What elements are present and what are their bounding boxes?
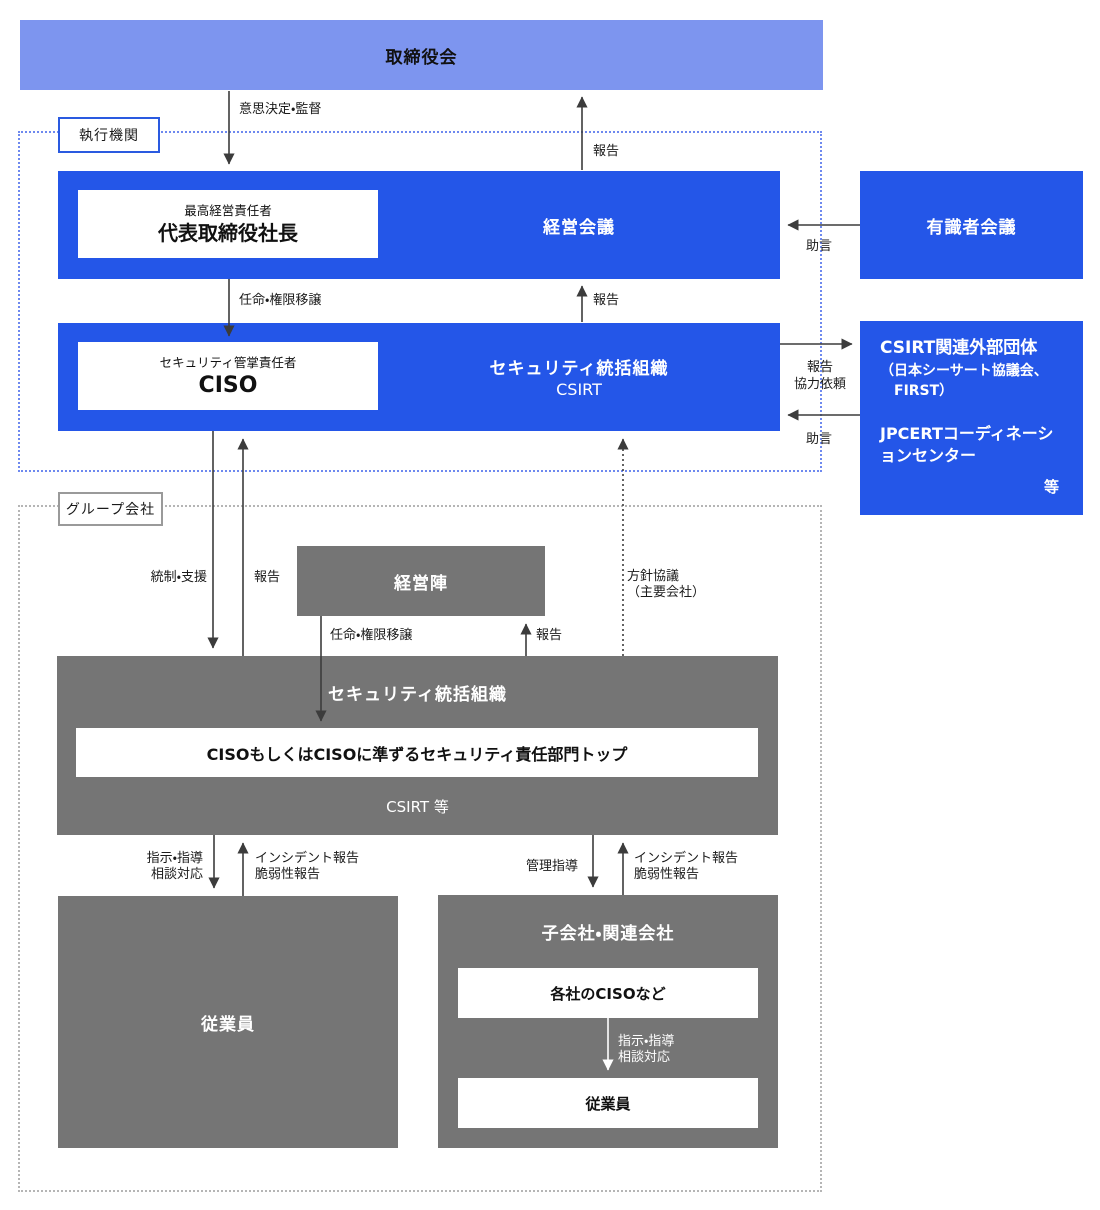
label-control-support: 統制・支援 <box>150 570 207 585</box>
csirt-org-box: セキュリティ管掌責任者 CISO セキュリティ統括組織 CSIRT <box>58 323 780 431</box>
ceo-title: 代表取締役社長 <box>158 221 298 245</box>
group-management-box: 経営陣 <box>297 546 545 616</box>
ciso-box: セキュリティ管掌責任者 CISO <box>78 342 378 410</box>
executive-region-border <box>18 131 822 472</box>
label-sub-instruct-consult: 指示・指導 相談対応 <box>618 1034 675 1065</box>
csirt-external-bodies-box: CSIRT関連外部団体 （日本シーサート協議会、 FIRST） JPCERTコー… <box>860 321 1083 515</box>
ceo-box: 最高経営責任者 代表取締役社長 <box>78 190 378 258</box>
management-meeting-box: 最高経営責任者 代表取締役社長 経営会議 <box>58 171 780 279</box>
label-report-to-mgmt: 報告 <box>593 293 620 308</box>
management-meeting-title: 経営会議 <box>543 217 615 238</box>
label-appoint-group: 任命・権限移譲 <box>330 628 413 643</box>
external-bodies-title: CSIRT関連外部団体 <box>880 338 1038 358</box>
csirt-org-title: セキュリティ統括組織 <box>489 358 669 379</box>
label-report-to-csirt: 報告 <box>254 570 281 585</box>
label-report-cooperation: 報告 協力依頼 <box>793 360 846 392</box>
label-decision-supervision: 意思決定・監督 <box>239 102 322 117</box>
ciso-role: セキュリティ管掌責任者 <box>159 354 297 370</box>
ciso-title: CISO <box>198 372 258 398</box>
label-manage-guide: 管理指導 <box>525 859 578 874</box>
subsidiary-employees-box: 従業員 <box>458 1078 758 1128</box>
board-of-directors-box: 取締役会 <box>20 20 823 90</box>
group-csirt-subtitle: CSIRT 等 <box>386 797 449 816</box>
subsidiaries-title: 子会社・関連会社 <box>541 924 675 944</box>
label-report-to-board: 報告 <box>593 144 620 159</box>
label-advice-to-csirt: 助言 <box>805 432 832 447</box>
label-instruct-consult: 指示・指導 相談対応 <box>146 851 203 882</box>
employees-box: 従業員 <box>58 896 398 1148</box>
label-advice-to-mgmt: 助言 <box>805 239 832 254</box>
group-security-org-title: セキュリティ統括組織 <box>328 684 507 705</box>
label-incident-vulnerability-report-sub: インシデント報告 脆弱性報告 <box>634 851 739 882</box>
label-policy-consultation: 方針協議 （主要会社） <box>627 569 706 600</box>
executive-region-label: 執行機関 <box>58 117 160 153</box>
label-appoint-ciso: 任命・権限移譲 <box>239 293 322 308</box>
csirt-org-subtitle: CSIRT <box>556 379 602 399</box>
ceo-role: 最高経営責任者 <box>184 203 272 218</box>
group-ciso-box: CISOもしくはCISOに準ずるセキュリティ責任部門トップ <box>76 728 758 777</box>
subsidiaries-box: 子会社・関連会社 各社のCISOなど 従業員 <box>438 895 778 1148</box>
group-security-org-box: セキュリティ統括組織 CISOもしくはCISOに準ずるセキュリティ責任部門トップ… <box>57 656 778 835</box>
label-report-group-mgmt: 報告 <box>536 628 563 643</box>
csirt-org-title-block: セキュリティ統括組織 CSIRT <box>378 323 780 431</box>
board-of-directors-title: 取締役会 <box>385 47 458 68</box>
group-region-label: グループ会社 <box>58 492 163 526</box>
label-incident-vulnerability-report: インシデント報告 脆弱性報告 <box>255 851 360 882</box>
subsidiary-ciso-box: 各社のCISOなど <box>458 968 758 1018</box>
group-companies-region-border <box>18 505 822 1192</box>
expert-meeting-box: 有識者会議 <box>860 171 1083 279</box>
